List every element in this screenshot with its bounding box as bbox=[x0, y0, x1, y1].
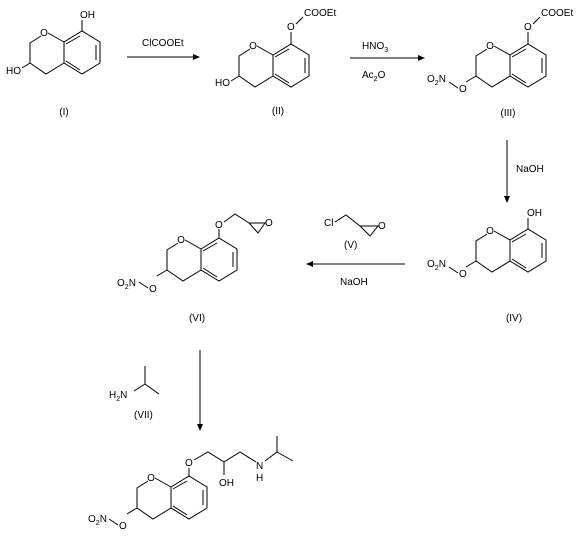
phenol-oh-label: OH bbox=[80, 10, 95, 21]
step-1-reagent: ClCOOEt bbox=[142, 38, 184, 49]
ring-oxygen-atom: O bbox=[486, 41, 494, 52]
step-5-arrowhead bbox=[197, 424, 203, 431]
compound-ii: O O COOEt HO (II) bbox=[215, 8, 336, 117]
amine-nitrogen-atom: N bbox=[256, 461, 263, 472]
ether-oxygen-atom: O bbox=[215, 220, 223, 231]
ring-oxygen-atom: O bbox=[147, 473, 155, 484]
amine-label: H2N bbox=[109, 390, 127, 403]
step-3: NaOH bbox=[504, 140, 544, 203]
epoxide-oxygen-atom: O bbox=[378, 221, 386, 232]
step-4-arrowhead bbox=[306, 261, 313, 267]
compound-vi-label: (VI) bbox=[189, 313, 205, 324]
compound-i: O OH HO (I) bbox=[6, 10, 101, 118]
compound-vii-label: (VII) bbox=[134, 410, 153, 421]
compound-vi: O O O O O2N (VI) bbox=[117, 213, 273, 324]
nitro-group-label: O2N bbox=[117, 278, 136, 291]
linker-oxygen-atom: O bbox=[149, 284, 157, 295]
nitro-group-label: O2N bbox=[88, 514, 107, 527]
compound-iii: O O COOEt O O2N (III) bbox=[427, 8, 573, 119]
step-3-arrowhead bbox=[504, 196, 510, 203]
linker-oxygen-atom: O bbox=[459, 269, 467, 280]
step-1-arrowhead bbox=[193, 54, 200, 60]
compound-vii: H2N (VII) bbox=[109, 366, 160, 421]
compound-v-label: (V) bbox=[344, 240, 357, 251]
product: O O OH N H O O2N bbox=[88, 436, 294, 532]
hydroxy-label: HO bbox=[6, 66, 21, 77]
linker-oxygen-atom: O bbox=[459, 84, 467, 95]
epoxide-oxygen-atom: O bbox=[265, 218, 273, 229]
ring-oxygen-atom: O bbox=[40, 28, 48, 39]
chloro-atom: Cl bbox=[324, 218, 333, 229]
phenol-oh-label: OH bbox=[527, 208, 542, 219]
compound-iv-label: (IV) bbox=[506, 313, 522, 324]
hydroxy-label: OH bbox=[219, 478, 234, 489]
ring-oxygen-atom: O bbox=[249, 41, 257, 52]
ester-oxygen-atom: O bbox=[524, 22, 532, 33]
step-4: NaOH bbox=[306, 261, 405, 288]
ring-oxygen-atom: O bbox=[177, 235, 185, 246]
step-2-arrowhead bbox=[418, 55, 425, 61]
step-2: HNO3 Ac2O bbox=[350, 41, 425, 83]
ester-oxygen-atom: O bbox=[287, 22, 295, 33]
compound-ii-label: (II) bbox=[272, 106, 284, 117]
compound-v: Cl O (V) bbox=[324, 214, 386, 251]
hydroxy-label: HO bbox=[215, 78, 230, 89]
compound-iv: O OH O O2N (IV) bbox=[427, 208, 547, 324]
amine-hydrogen-atom: H bbox=[256, 473, 263, 484]
step-1: ClCOOEt bbox=[127, 38, 200, 60]
step-5 bbox=[197, 350, 203, 431]
step-2-reagent-top: HNO3 bbox=[362, 41, 388, 54]
ether-oxygen-atom: O bbox=[185, 458, 193, 469]
linker-oxygen-atom: O bbox=[119, 521, 127, 532]
cooet-group-label: COOEt bbox=[541, 8, 573, 19]
ring-oxygen-atom: O bbox=[486, 226, 494, 237]
nitro-group-label: O2N bbox=[427, 74, 446, 87]
nitro-group-label: O2N bbox=[427, 259, 446, 272]
step-3-reagent: NaOH bbox=[516, 164, 544, 175]
step-2-reagent-bottom: Ac2O bbox=[362, 70, 386, 83]
step-4-reagent: NaOH bbox=[340, 277, 368, 288]
compound-iii-label: (III) bbox=[501, 108, 516, 119]
compound-i-label: (I) bbox=[59, 107, 68, 118]
cooet-group-label: COOEt bbox=[304, 8, 336, 19]
